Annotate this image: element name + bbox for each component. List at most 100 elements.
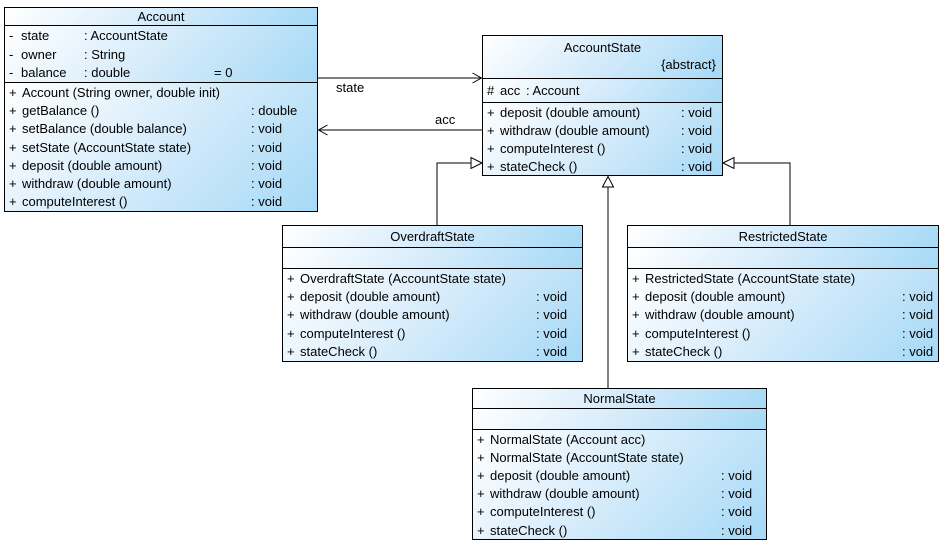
method-row: + stateCheck () : void bbox=[283, 343, 582, 361]
generalization-overdraftstate[interactable] bbox=[436, 156, 484, 226]
method-signature: stateCheck () bbox=[500, 158, 578, 174]
method-signature: deposit (double amount) bbox=[490, 467, 631, 483]
visibility: + bbox=[9, 176, 17, 192]
method-row: + stateCheck () : void bbox=[483, 157, 722, 175]
visibility: + bbox=[477, 486, 485, 502]
methods-compartment: + OverdraftState (AccountState state) + … bbox=[283, 268, 582, 361]
hollow-triangle-icon bbox=[470, 156, 484, 170]
generalization-line bbox=[734, 162, 791, 225]
attribute-type: : double bbox=[84, 65, 131, 81]
class-account[interactable]: Account - state : AccountState - owner :… bbox=[4, 7, 318, 212]
method-row: + RestrictedState (AccountState state) bbox=[628, 269, 938, 287]
method-row: + deposit (double amount) : void bbox=[5, 156, 317, 174]
visibility: + bbox=[9, 157, 17, 173]
attribute-name: state bbox=[21, 27, 50, 43]
method-row: + computeInterest () : void bbox=[473, 503, 766, 521]
class-restrictedstate[interactable]: RestrictedState + RestrictedState (Accou… bbox=[627, 225, 939, 362]
method-row: + withdraw (double amount) : void bbox=[628, 306, 938, 324]
class-name: Account bbox=[137, 9, 185, 24]
return-type: : void bbox=[681, 104, 713, 120]
method-signature: computeInterest () bbox=[490, 504, 596, 520]
abstract-stereotype: {abstract} bbox=[661, 57, 716, 72]
method-row: + Account (String owner, double init) bbox=[5, 83, 317, 101]
attribute-name: owner bbox=[21, 46, 57, 62]
method-signature: computeInterest () bbox=[500, 140, 606, 156]
visibility: + bbox=[287, 325, 295, 341]
class-name: AccountState bbox=[563, 40, 642, 55]
visibility: + bbox=[632, 325, 640, 341]
attribute-default: = 0 bbox=[214, 65, 233, 81]
method-row: + computeInterest () : void bbox=[628, 324, 938, 342]
class-name: RestrictedState bbox=[738, 229, 828, 244]
class-normalstate[interactable]: NormalState + NormalState (Account acc) … bbox=[472, 388, 767, 540]
visibility: + bbox=[287, 270, 295, 286]
open-arrow-icon bbox=[472, 72, 483, 84]
visibility: - bbox=[9, 65, 14, 81]
return-type: : void bbox=[536, 289, 568, 305]
return-type: : void bbox=[536, 325, 568, 341]
method-signature: stateCheck () bbox=[490, 522, 568, 538]
association-acc[interactable] bbox=[317, 124, 483, 136]
method-row: + computeInterest () : void bbox=[483, 139, 722, 157]
return-type: : double bbox=[251, 102, 298, 118]
method-row: + OverdraftState (AccountState state) bbox=[283, 269, 582, 287]
visibility: # bbox=[487, 83, 495, 98]
method-signature: setState (AccountState state) bbox=[22, 139, 192, 155]
return-type: : void bbox=[536, 307, 568, 323]
visibility: + bbox=[287, 344, 295, 360]
return-type: : void bbox=[902, 325, 934, 341]
return-type: : void bbox=[251, 194, 283, 210]
generalization-line bbox=[436, 162, 471, 225]
association-state[interactable] bbox=[318, 72, 483, 84]
method-row: + getBalance () : double bbox=[5, 101, 317, 119]
visibility: + bbox=[477, 467, 485, 483]
class-title: RestrictedState bbox=[628, 226, 938, 247]
method-signature: NormalState (AccountState state) bbox=[490, 449, 684, 465]
method-row: + setBalance (double balance) : void bbox=[5, 120, 317, 138]
method-signature: NormalState (Account acc) bbox=[490, 431, 646, 447]
return-type: : void bbox=[721, 486, 753, 502]
return-type: : void bbox=[721, 522, 753, 538]
method-signature: withdraw (double amount) bbox=[22, 176, 172, 192]
method-row: + NormalState (Account acc) bbox=[473, 430, 766, 448]
method-row: + computeInterest () : void bbox=[283, 324, 582, 342]
methods-compartment: + NormalState (Account acc) + NormalStat… bbox=[473, 429, 766, 539]
methods-compartment: + Account (String owner, double init) + … bbox=[5, 82, 317, 211]
generalization-restrictedstate[interactable] bbox=[721, 156, 791, 226]
attribute-row: # acc : Account bbox=[483, 79, 722, 102]
methods-compartment: + RestrictedState (AccountState state) +… bbox=[628, 268, 938, 361]
class-title: Account bbox=[5, 8, 317, 25]
generalization-normalstate[interactable] bbox=[601, 175, 615, 389]
method-row: + withdraw (double amount) : void bbox=[5, 174, 317, 192]
attribute-type: : String bbox=[84, 46, 126, 62]
attributes-compartment bbox=[473, 408, 766, 429]
hollow-triangle-icon bbox=[601, 175, 615, 188]
method-row: + deposit (double amount) : void bbox=[473, 466, 766, 484]
visibility: + bbox=[9, 194, 17, 210]
method-signature: deposit (double amount) bbox=[645, 289, 786, 305]
attributes-compartment: # acc : Account bbox=[483, 78, 722, 102]
attributes-compartment bbox=[628, 247, 938, 268]
visibility: + bbox=[9, 84, 17, 100]
attribute-row: - owner : String bbox=[5, 45, 317, 64]
visibility: + bbox=[632, 307, 640, 323]
class-name: OverdraftState bbox=[390, 229, 475, 244]
method-signature: withdraw (double amount) bbox=[300, 307, 450, 323]
method-signature: computeInterest () bbox=[300, 325, 406, 341]
method-row: + NormalState (AccountState state) bbox=[473, 448, 766, 466]
return-type: : void bbox=[681, 122, 713, 138]
visibility: + bbox=[477, 504, 485, 520]
method-row: + deposit (double amount) : void bbox=[483, 103, 722, 121]
return-type: : void bbox=[251, 157, 283, 173]
visibility: + bbox=[287, 289, 295, 305]
class-accountstate[interactable]: AccountState {abstract} # acc : Account … bbox=[482, 35, 723, 176]
method-signature: withdraw (double amount) bbox=[490, 486, 640, 502]
visibility: + bbox=[632, 344, 640, 360]
attribute-row: - state : AccountState bbox=[5, 26, 317, 45]
class-overdraftstate[interactable]: OverdraftState + OverdraftState (Account… bbox=[282, 225, 583, 362]
return-type: : void bbox=[251, 121, 283, 137]
open-arrow-icon bbox=[317, 124, 328, 136]
visibility: + bbox=[632, 289, 640, 305]
visibility: + bbox=[632, 270, 640, 286]
return-type: : void bbox=[251, 176, 283, 192]
